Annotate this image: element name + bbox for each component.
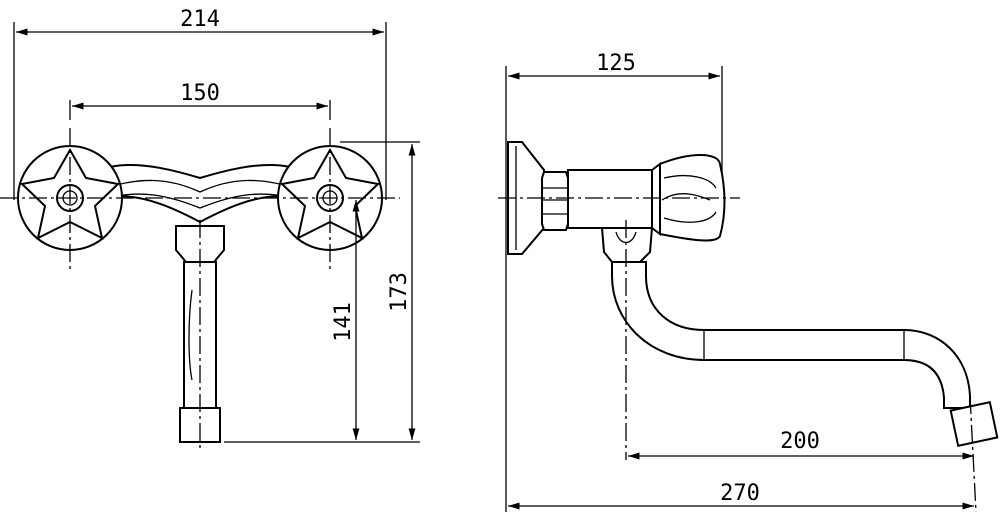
- dim-label-214: 214: [180, 7, 220, 32]
- dimension-height-to-spout: 141: [331, 200, 360, 440]
- dimension-depth: 125: [508, 51, 720, 80]
- dimension-handle-spacing: 150: [72, 81, 328, 110]
- dim-label-141: 141: [331, 302, 356, 342]
- hex-nut: [541, 171, 569, 231]
- dimension-total-height: 173: [387, 144, 416, 440]
- side-spout: [611, 261, 999, 447]
- dim-label-270: 270: [720, 481, 760, 506]
- faucet-body: [69, 164, 331, 224]
- dim-label-125: 125: [596, 51, 636, 76]
- dim-label-200: 200: [780, 429, 820, 454]
- side-handle: [659, 154, 726, 242]
- valve-body: [567, 162, 661, 236]
- dimension-overall-width: 214: [16, 7, 384, 36]
- dimension-total-reach: 270: [508, 481, 974, 510]
- dimension-spout-reach: 200: [628, 429, 974, 460]
- side-view: 125: [498, 51, 999, 513]
- dim-label-150: 150: [180, 81, 220, 106]
- dim-label-173: 173: [387, 272, 412, 312]
- front-view: 214 150: [0, 7, 420, 450]
- spout-connector: [600, 227, 654, 263]
